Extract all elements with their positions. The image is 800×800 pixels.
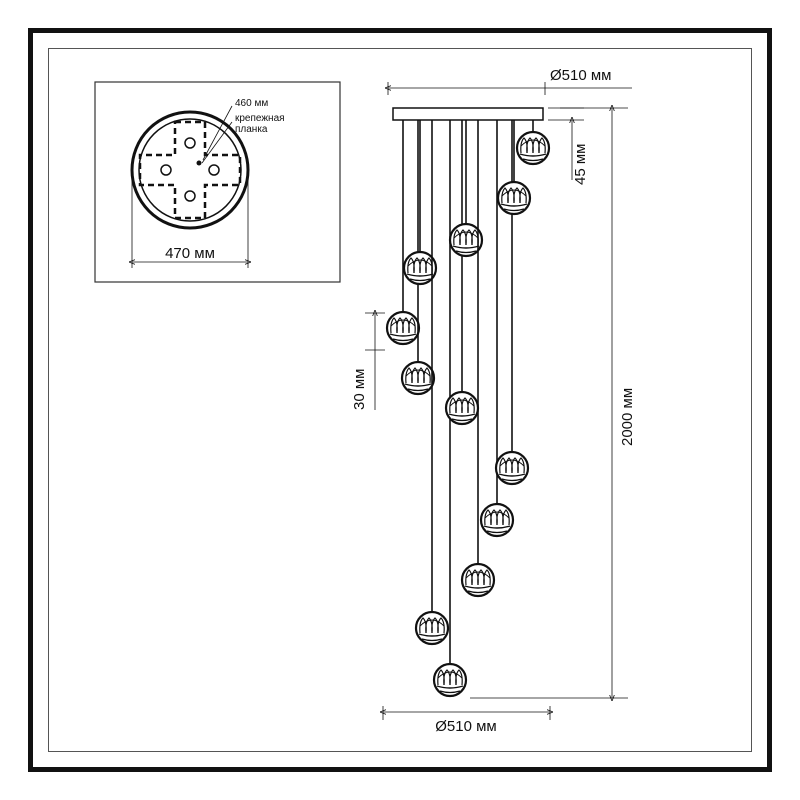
pendant-shade: [432, 662, 468, 698]
canopy-height-label: 45 мм: [572, 144, 589, 185]
bottom-width-label: Ø510 мм: [435, 718, 497, 735]
canopy: [392, 107, 544, 121]
mounting-plate-cross: [138, 120, 242, 220]
top-width-label: Ø510 мм: [550, 67, 612, 84]
canopy-height-dimension: 45 мм: [548, 107, 589, 185]
label-470mm: 470 мм: [165, 245, 215, 262]
shade-size-label: 30 мм: [351, 369, 368, 410]
pendant-shade: [460, 562, 496, 598]
pendant-shade: [385, 310, 421, 346]
screw-hole-right: [208, 164, 220, 176]
pendant-shade: [479, 502, 515, 538]
bottom-width-dimension: Ø510 мм: [383, 706, 550, 735]
center-point: [196, 160, 202, 166]
shade-size-dimension: 30 мм: [351, 313, 385, 410]
pendant-shade: [515, 130, 551, 166]
pendant-shade: [444, 390, 480, 426]
screw-hole-top: [184, 137, 196, 149]
pendant-shade: [494, 450, 530, 486]
pendant-shade: [400, 360, 436, 396]
total-height-label: 2000 мм: [619, 388, 636, 446]
total-height-dimension: 2000 мм: [470, 108, 636, 698]
top-view-panel: 460 мм крепежная планка 470 мм: [94, 81, 341, 283]
pendant-shade: [496, 180, 532, 216]
screw-hole-left: [160, 164, 172, 176]
outer-frame: [28, 28, 772, 772]
label-plate-line1: крепежная: [235, 113, 285, 124]
pendant-shade: [414, 610, 450, 646]
label-plate-line2: планка: [235, 124, 268, 135]
label-460mm: 460 мм: [235, 98, 268, 109]
screw-hole-bottom: [184, 190, 196, 202]
pendants: [385, 120, 551, 698]
pendant-shade: [448, 222, 484, 258]
inner-frame: [48, 48, 752, 752]
top-width-dimension: Ø510 мм: [388, 67, 632, 95]
pendant-shade: [402, 250, 438, 286]
canopy-outer-circle: [130, 110, 250, 230]
